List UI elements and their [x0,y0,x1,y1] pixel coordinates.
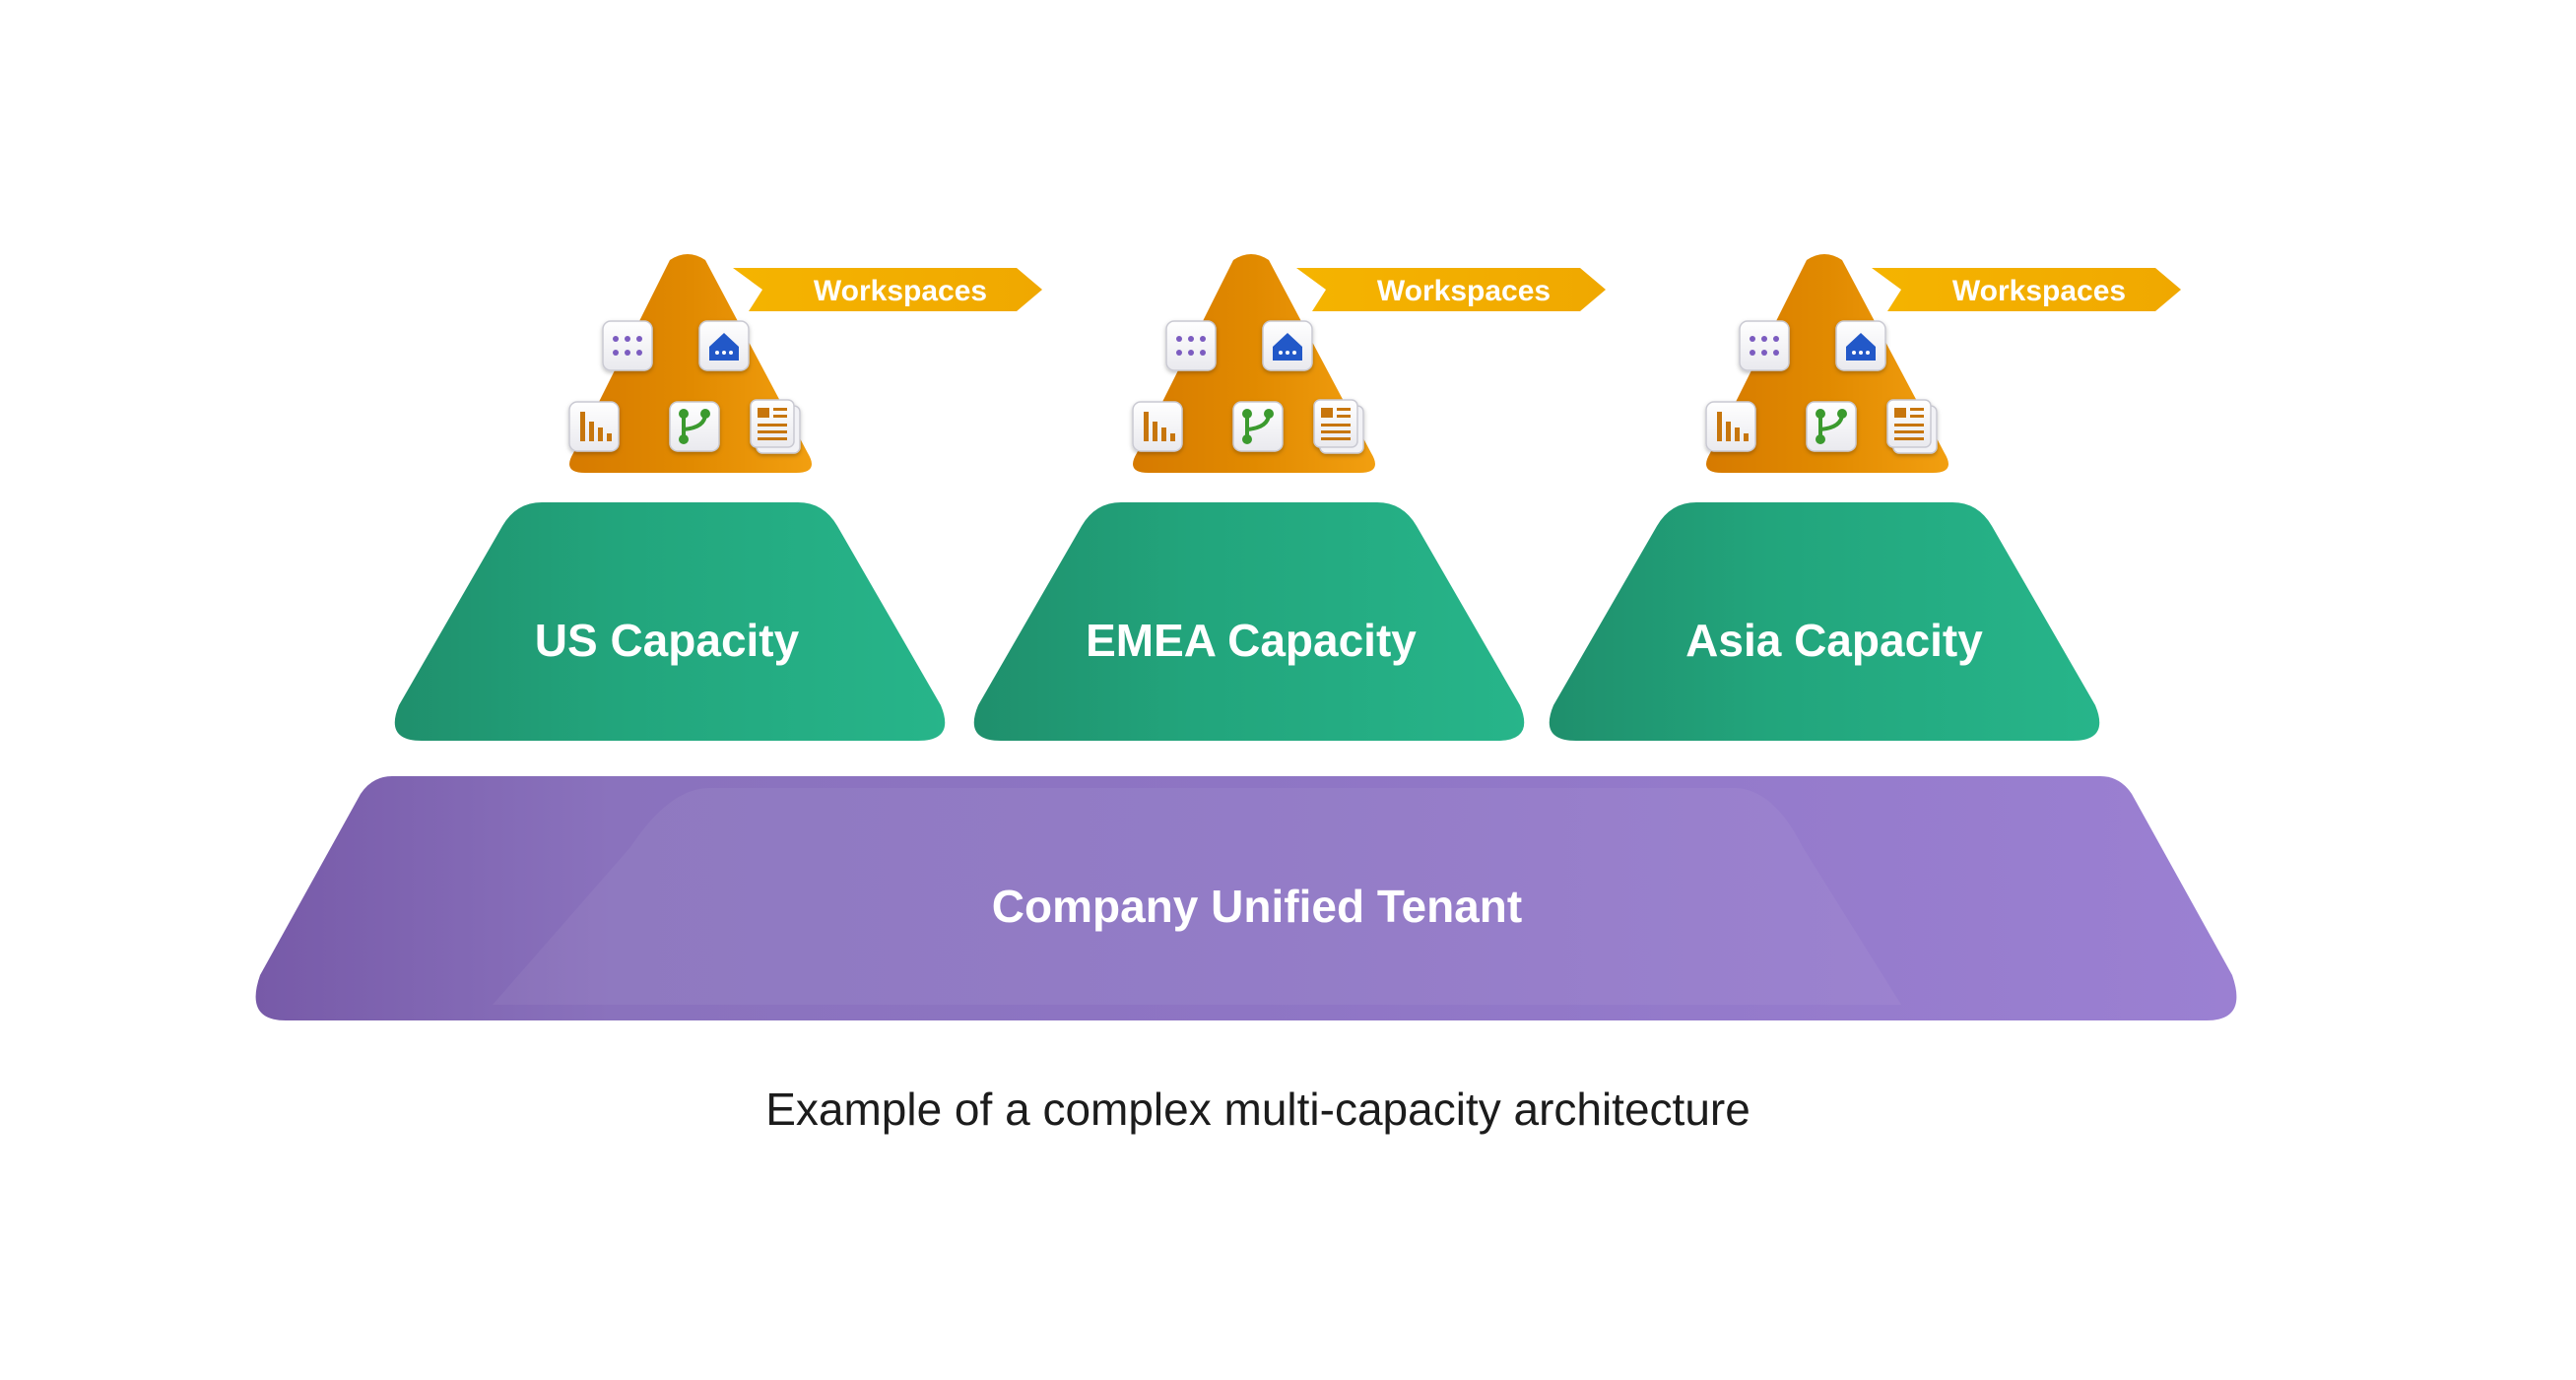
capacity-label: Asia Capacity [1685,615,1983,666]
tenant-trapezoid [255,776,2237,1020]
tenant-layer: Company Unified Tenant [255,776,2237,1020]
workspace-pyramid [1705,254,1949,473]
bar-chart-icon [1705,401,1756,452]
workspaces-tag-label: Workspaces [1377,275,1551,307]
workspaces-tag: Workspaces [1872,268,2181,311]
pipeline-icon [669,401,720,452]
workspaces-tag: Workspaces [1296,268,1606,311]
capacity-trapezoid [1549,502,2100,741]
grid-dots-icon [1165,320,1217,371]
workspaces-tag: Workspaces [733,268,1042,311]
lakehouse-icon [1835,320,1886,371]
workspace-pyramid [568,254,812,473]
diagram-caption: Example of a complex multi-capacity arch… [765,1084,1750,1135]
pipeline-icon [1232,401,1284,452]
report-icon [750,399,801,454]
capacity-trapezoid [394,502,946,741]
workspace-pyramid [1132,254,1375,473]
capacity-label: US Capacity [535,615,800,666]
workspaces-tag-label: Workspaces [1952,275,2126,307]
lakehouse-icon [698,320,750,371]
capacity-trapezoid [973,502,1525,741]
capacity-group-emea: EMEA Capacity [973,254,1606,741]
capacity-group-us: US Capacity [394,254,1042,741]
workspaces-tag-shape [733,268,1042,311]
grid-dots-icon [1739,320,1790,371]
report-icon [1313,399,1364,454]
capacity-group-asia: Asia Capacity [1549,254,2181,741]
bar-chart-icon [1132,401,1183,452]
tenant-label: Company Unified Tenant [992,881,1522,932]
grid-dots-icon [602,320,653,371]
lakehouse-icon [1262,320,1313,371]
bar-chart-icon [568,401,620,452]
pipeline-icon [1806,401,1857,452]
workspaces-tag-shape [1872,268,2181,311]
report-icon [1886,399,1938,454]
capacity-label: EMEA Capacity [1086,615,1417,666]
workspaces-tag-label: Workspaces [814,275,987,307]
tenant-inner-sheen [493,788,1901,1005]
workspaces-tag-shape [1296,268,1606,311]
